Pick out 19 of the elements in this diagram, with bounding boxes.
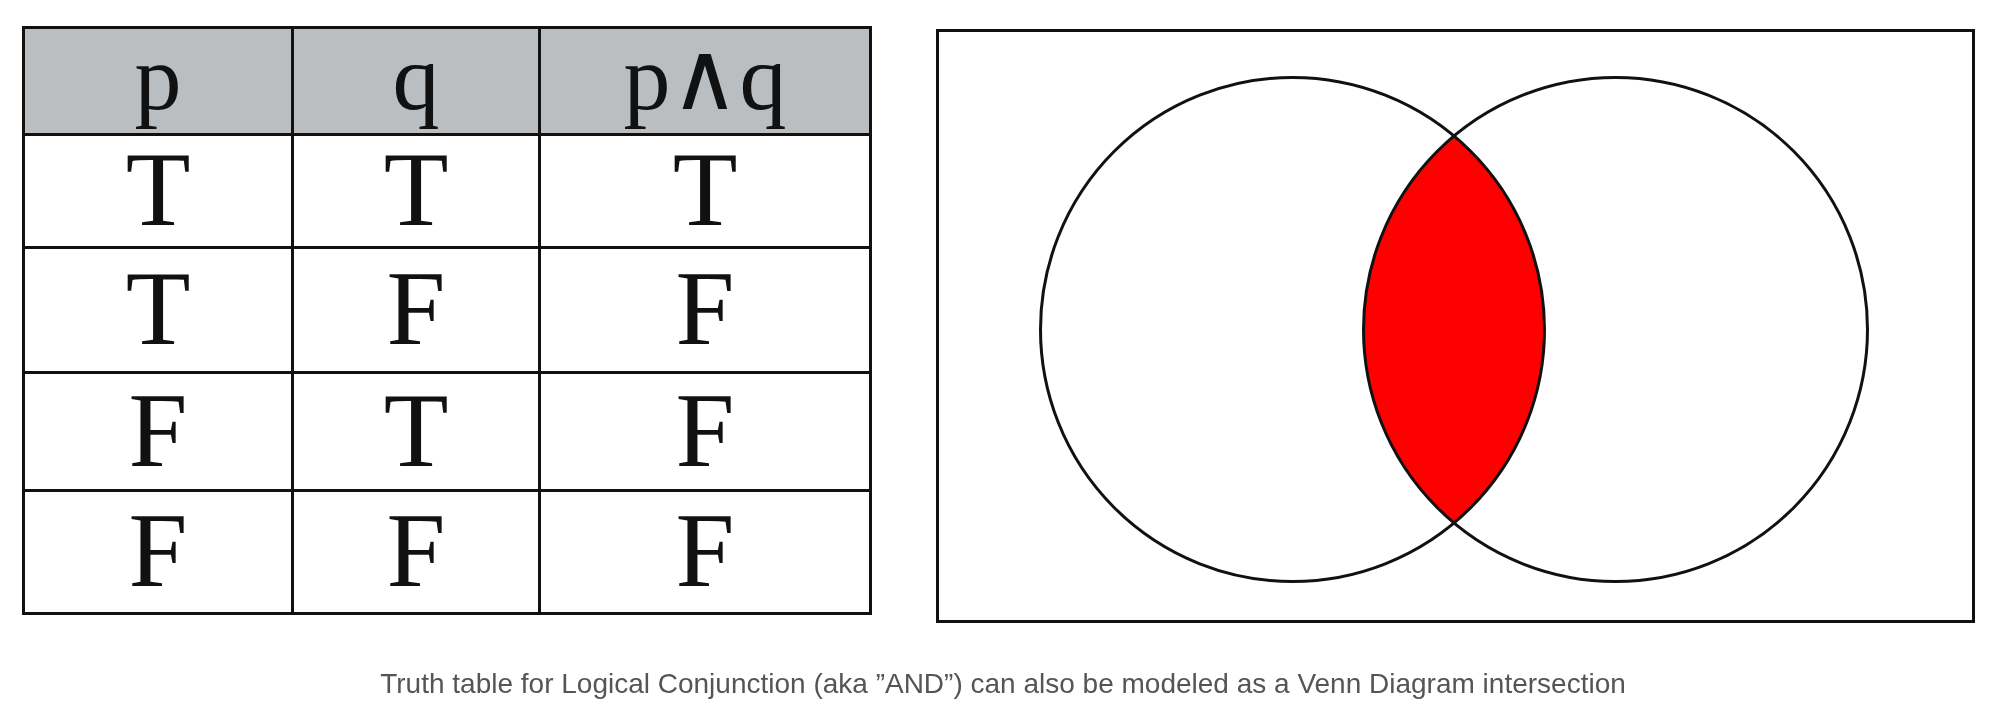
truth-value: T — [25, 136, 291, 246]
truth-value: F — [541, 249, 869, 371]
truth-value: F — [541, 492, 869, 612]
venn-circle — [1038, 75, 1546, 583]
truth-value: F — [294, 492, 538, 612]
column-header: p∧q — [541, 29, 869, 133]
column-header: p — [25, 29, 291, 133]
truth-value: F — [25, 374, 291, 489]
truth-value: T — [541, 136, 869, 246]
caption: Truth table for Logical Conjunction (aka ”AND”) can also be modeled as a Venn Diagram intersection — [380, 668, 1626, 699]
column-header: q — [294, 29, 538, 133]
truth-value: F — [25, 492, 291, 612]
truth-value: T — [25, 249, 291, 371]
truth-value: F — [294, 249, 538, 371]
truth-value: T — [294, 374, 538, 489]
truth-value: T — [294, 136, 538, 246]
intersection-region — [1363, 135, 1544, 523]
truth-value: F — [541, 374, 869, 489]
venn-circle — [1361, 75, 1869, 583]
